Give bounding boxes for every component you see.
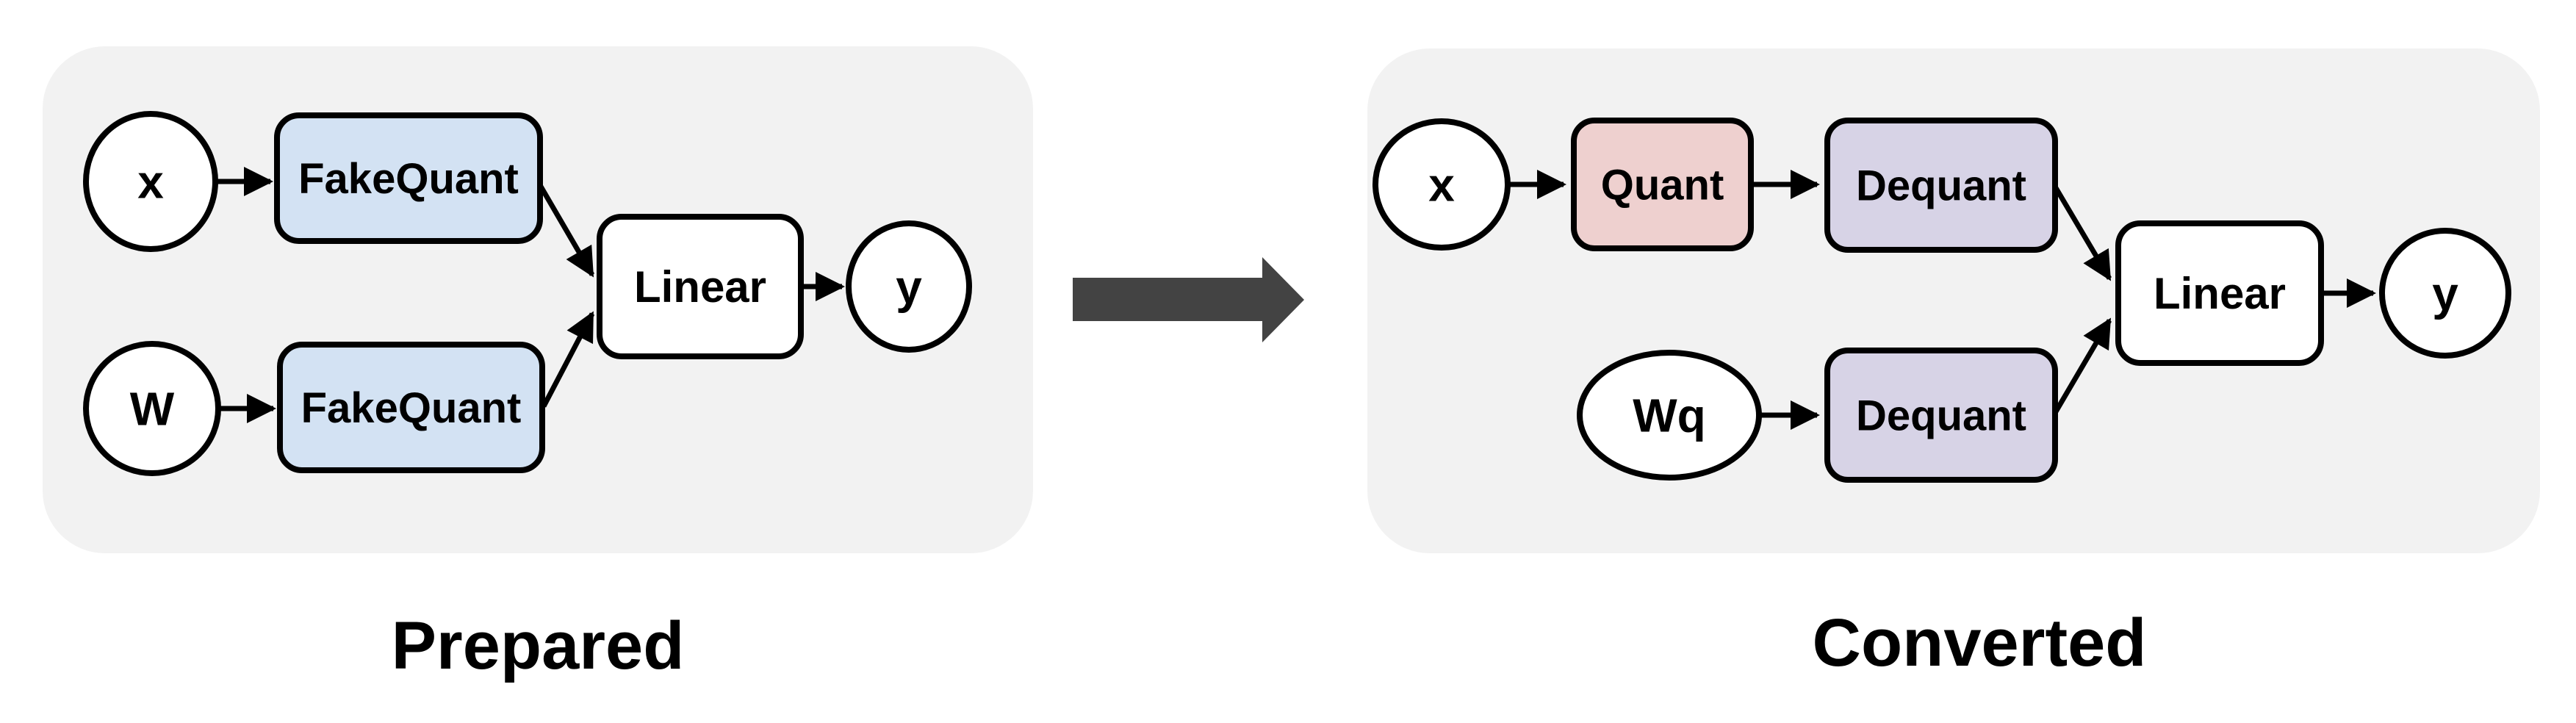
node-converted-linear: [2115, 220, 2324, 366]
node-converted-weight-wq: [1577, 350, 1762, 481]
node-prepared-x-input-label: x: [137, 155, 164, 208]
edge-converted-dequant-activation-to-linear: [2052, 185, 2112, 281]
node-prepared-fakequant-weight: [277, 342, 545, 473]
node-converted-linear-label: Linear: [2154, 269, 2286, 318]
node-prepared-linear: [597, 214, 804, 359]
node-converted-y-output-label: y: [2432, 267, 2458, 320]
node-prepared-y-output: [846, 220, 972, 353]
node-converted-dequant-activation: [1824, 118, 2058, 253]
edges-layer: [215, 167, 2376, 430]
edge-prepared-fakequant-weight-to-linear: [541, 311, 595, 408]
node-prepared-weight-w: [83, 341, 221, 476]
node-prepared-fakequant-activation: [274, 112, 543, 244]
node-prepared-weight-w-label: W: [130, 382, 175, 435]
node-converted-quant-label: Quant: [1601, 161, 1724, 209]
edge-converted-dequant-weight-to-linear: [2052, 317, 2112, 414]
node-prepared-fakequant-activation-label: FakeQuant: [298, 155, 519, 203]
node-converted-y-output: [2379, 228, 2511, 359]
node-converted-dequant-weight: [1824, 348, 2058, 483]
panel-prepared-caption: Prepared: [392, 608, 685, 683]
node-converted-dequant-weight-label: Dequant: [1856, 392, 2026, 439]
node-prepared-y-output-label: y: [896, 260, 922, 313]
panel-converted-caption: Converted: [1813, 605, 2147, 680]
node-converted-x-input: [1372, 118, 1511, 251]
edge-prepared-fakequant-activation-to-linear: [537, 184, 595, 278]
node-prepared-x-input: [83, 111, 218, 252]
node-converted-dequant-activation-label: Dequant: [1856, 162, 2026, 209]
node-converted-x-input-label: x: [1428, 158, 1455, 211]
node-converted-weight-wq-label: Wq: [1633, 389, 1706, 442]
transform-arrow-icon: [1073, 257, 1304, 342]
node-prepared-fakequant-weight-label: FakeQuant: [301, 384, 522, 432]
node-converted-quant: [1571, 118, 1754, 251]
node-prepared-linear-label: Linear: [634, 262, 766, 312]
